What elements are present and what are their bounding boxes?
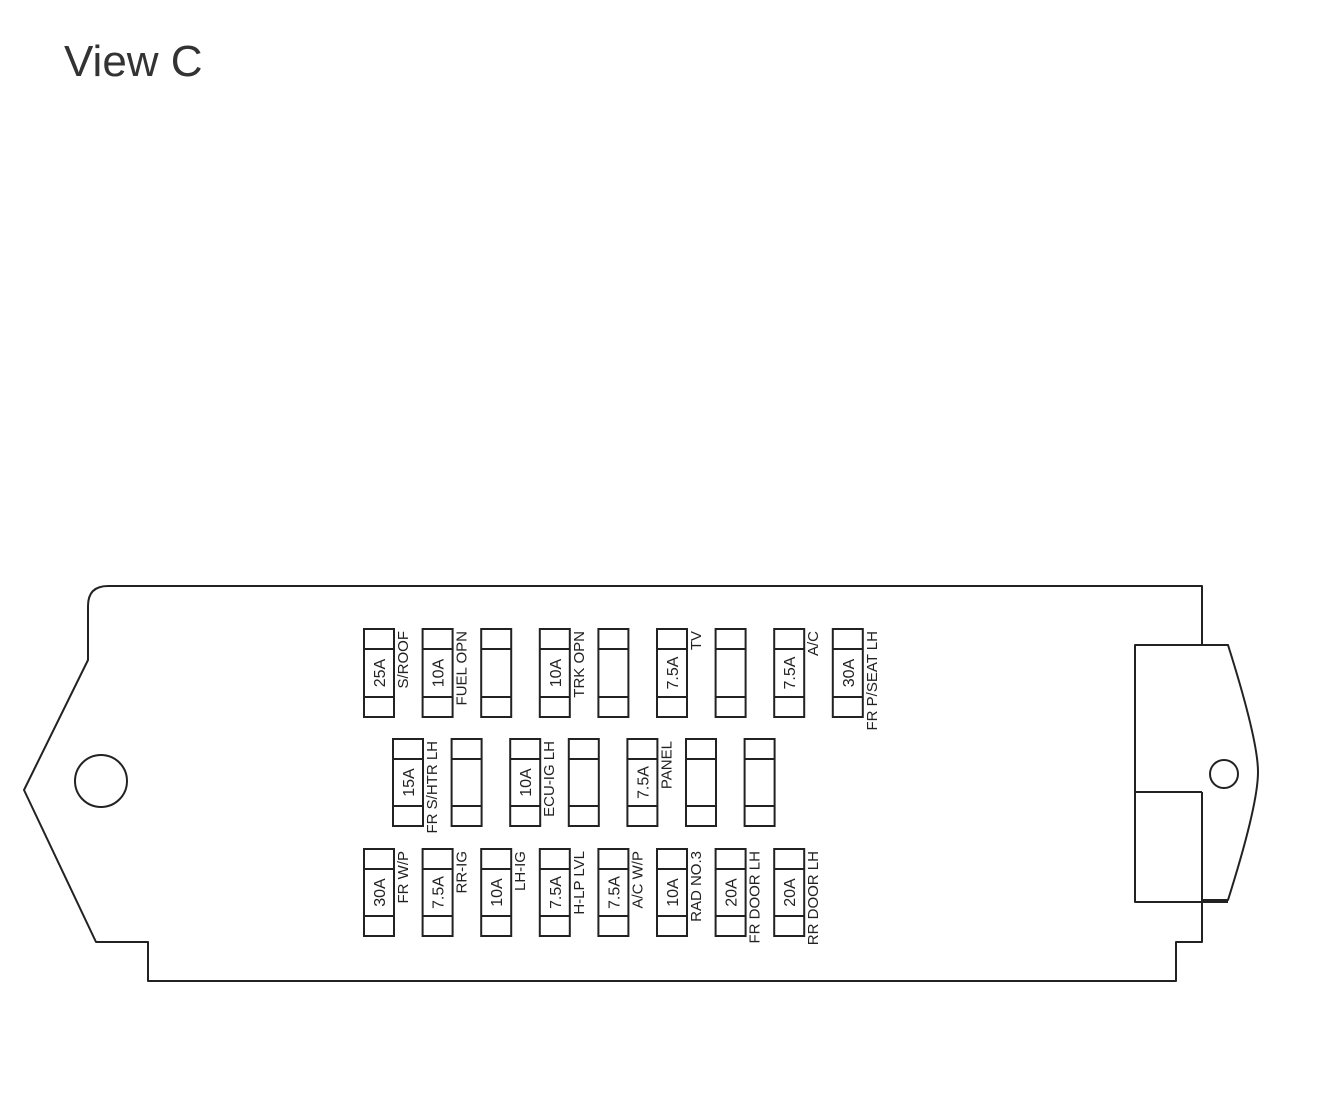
fuse-body (363, 628, 395, 718)
fuse-amperage: 7.5A (635, 766, 652, 799)
fuse-row1-9: 30A FR P/SEAT LH (831, 628, 881, 730)
fuse-row1-1: 25A S/ROOF (363, 628, 412, 718)
fuse-row3-3: 10A LH-IG (480, 848, 529, 937)
fuse-amperage: 10A (489, 878, 506, 907)
fuse-body (450, 738, 483, 827)
fuse-amperage: 30A (841, 658, 858, 687)
fuse-amperage: 7.5A (665, 656, 682, 689)
fuse-body (773, 628, 806, 718)
fuse-body (656, 628, 688, 718)
fuse-row2-6 (685, 738, 717, 827)
fuse-circuit-label: FR W/P (395, 851, 412, 904)
fuse-row2-5: 7.5A PANEL (626, 738, 675, 827)
fuse-amperage: 30A (372, 878, 389, 907)
mounting-hole-right (1209, 759, 1239, 789)
fuse-body (714, 628, 747, 718)
fuse-circuit-label: ECU-IG LH (541, 741, 558, 817)
fuse-row3-2: 7.5A RR-IG (421, 848, 471, 937)
fuse-circuit-label: TRK OPN (571, 631, 588, 698)
fuse-row1-8: 7.5A A/C (773, 628, 822, 718)
fuse-body (480, 628, 513, 718)
fuse-body (685, 738, 717, 827)
fuse-row1-6: 7.5A TV (656, 628, 705, 718)
fuse-circuit-label: FR DOOR LH (747, 851, 764, 944)
fuse-circuit-label: A/C (805, 631, 822, 656)
mounting-hole-left (74, 754, 128, 808)
fuse-row2-2 (450, 738, 483, 827)
fuse-body (421, 848, 454, 937)
fuse-box-outline (23, 585, 1259, 982)
fuse-circuit-label: RAD NO.3 (688, 851, 705, 922)
fuse-body (597, 628, 630, 718)
fuse-amperage: 10A (665, 878, 682, 907)
fuse-body (831, 628, 864, 718)
fuse-row2-3: 10A ECU-IG LH (509, 738, 558, 827)
fuse-amperage: 10A (548, 658, 565, 687)
fuse-circuit-label: PANEL (658, 741, 675, 789)
fuse-circuit-label: FR P/SEAT LH (864, 631, 881, 730)
fuse-row3-6: 10A RAD NO.3 (656, 848, 705, 937)
fuse-row1-7 (714, 628, 747, 718)
fuse-circuit-label: RR-IG (454, 851, 471, 894)
fuse-amperage: 15A (401, 768, 418, 797)
fuse-row1-2: 10A FUEL OPN (421, 628, 471, 718)
fuse-row3-1: 30A FR W/P (363, 848, 412, 937)
fuse-circuit-label: LH-IG (512, 851, 529, 891)
view-title: View C (64, 37, 203, 86)
fuse-row3-4: 7.5A H-LP LVL (538, 848, 588, 937)
fuse-body (392, 738, 424, 827)
fuse-body (363, 848, 395, 937)
fuse-amperage: 20A (782, 878, 799, 907)
fuse-row2-1: 15A FR S/HTR LH (392, 738, 441, 834)
fuse-amperage: 7.5A (606, 876, 623, 909)
fuse-body (714, 848, 747, 937)
fuse-body (538, 628, 571, 718)
fuse-body (421, 628, 454, 718)
fuse-amperage: 10A (518, 768, 535, 797)
fuse-amperage: 20A (724, 878, 741, 907)
fuse-circuit-label: FUEL OPN (454, 631, 471, 705)
fuse-circuit-label: S/ROOF (395, 631, 412, 689)
fuse-body (597, 848, 630, 937)
fuse-body (656, 848, 688, 937)
fuse-row3-5: 7.5A A/C W/P (597, 848, 646, 937)
fuse-circuit-label: A/C W/P (629, 851, 646, 909)
fuse-row3-7: 20A FR DOOR LH (714, 848, 764, 944)
fuse-row3-8: 20A RR DOOR LH (773, 848, 822, 945)
fuse-row2-4 (567, 738, 600, 827)
fuse-body (567, 738, 600, 827)
right-bracket (1134, 644, 1228, 903)
fuse-amperage: 7.5A (431, 876, 448, 909)
fuse-row2-7 (743, 738, 776, 827)
fuse-circuit-label: RR DOOR LH (805, 851, 822, 945)
fuse-body (773, 848, 806, 937)
fuse-body (509, 738, 542, 827)
fuse-body (480, 848, 513, 937)
fuse-body (626, 738, 659, 827)
fuse-body (743, 738, 776, 827)
fuse-amperage: 25A (372, 658, 389, 687)
fuse-body (538, 848, 571, 937)
fuse-amperage: 7.5A (782, 656, 799, 689)
fuse-amperage: 10A (431, 658, 448, 687)
fuse-circuit-label: TV (688, 631, 705, 650)
fuse-amperage: 7.5A (548, 876, 565, 909)
fuse-row1-5 (597, 628, 630, 718)
fuse-row1-3 (480, 628, 513, 718)
fuse-row1-4: 10A TRK OPN (538, 628, 588, 718)
fuse-circuit-label: H-LP LVL (571, 851, 588, 915)
fuse-circuit-label: FR S/HTR LH (424, 741, 441, 834)
